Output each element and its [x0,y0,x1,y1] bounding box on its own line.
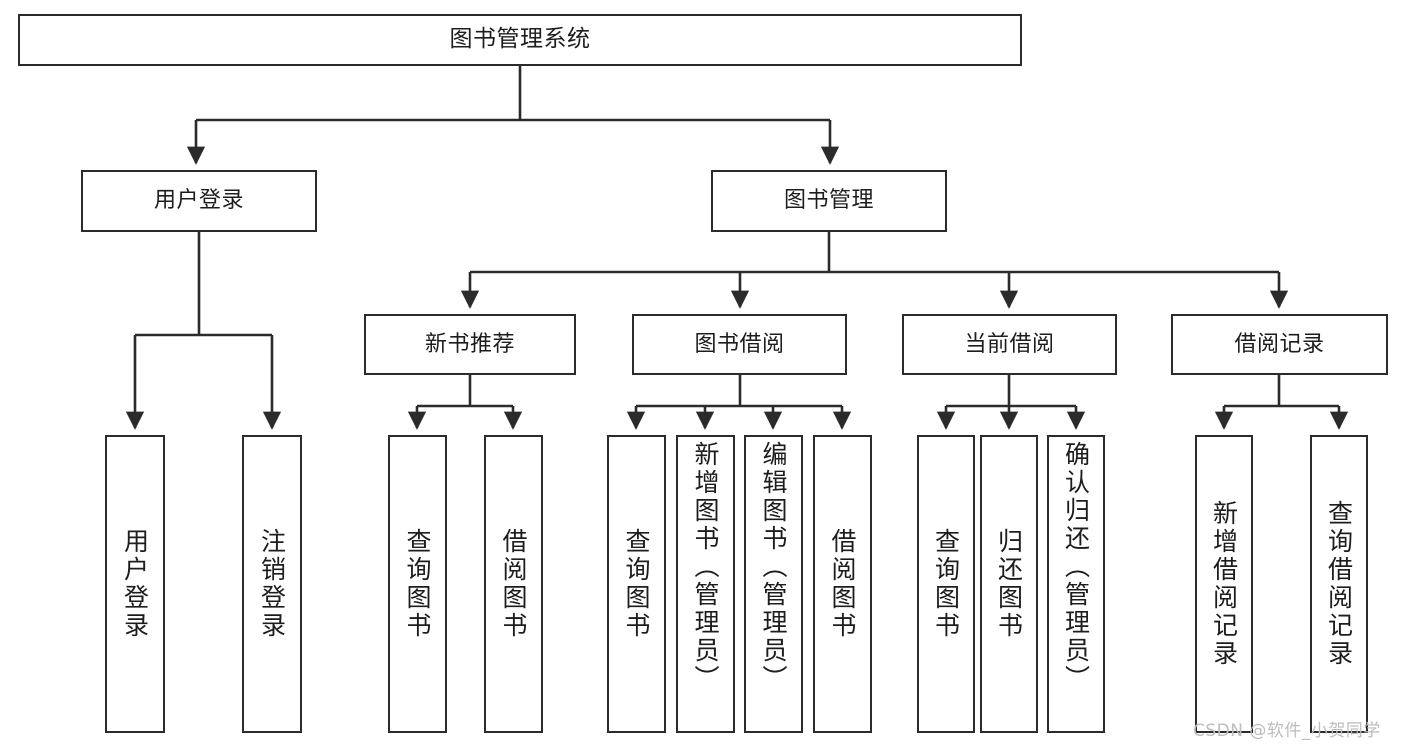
node-leaf-borrow-book-1-label: 借阅图书 [499,528,528,640]
node-leaf-logout[interactable]: 注销登录 [242,435,302,733]
node-leaf-query-book-3-label: 查询图书 [931,528,961,640]
node-borrow-record[interactable]: 借阅记录 [1171,314,1388,375]
node-leaf-query-book-1-label: 查询图书 [403,528,432,640]
node-leaf-query-book-2-label: 查询图书 [622,528,651,640]
node-leaf-query-book-1[interactable]: 查询图书 [388,435,447,733]
node-leaf-borrow-book-1[interactable]: 借阅图书 [484,435,543,733]
node-book-borrow[interactable]: 图书借阅 [632,314,847,375]
node-leaf-add-record[interactable]: 新增借阅记录 [1195,435,1253,733]
node-current-borrow-label: 当前借阅 [964,331,1055,357]
node-book-borrow-label: 图书借阅 [694,331,785,357]
node-new-book-rec[interactable]: 新书推荐 [364,314,576,375]
node-book-manage[interactable]: 图书管理 [711,170,947,232]
node-leaf-query-record-label: 查询借阅记录 [1324,500,1354,668]
node-leaf-confirm-return[interactable]: 确认归还（管理员） [1047,435,1105,733]
node-root[interactable]: 图书管理系统 [18,14,1022,66]
node-leaf-edit-book[interactable]: 编辑图书（管理员） [744,435,803,733]
node-leaf-query-record[interactable]: 查询借阅记录 [1310,435,1368,733]
node-leaf-query-book-3[interactable]: 查询图书 [917,435,975,733]
node-leaf-add-record-label: 新增借阅记录 [1209,500,1239,668]
node-leaf-borrow-book-2[interactable]: 借阅图书 [813,435,872,733]
node-leaf-logout-label: 注销登录 [257,528,287,640]
node-leaf-borrow-book-2-label: 借阅图书 [828,528,857,640]
node-new-book-rec-label: 新书推荐 [424,331,515,357]
node-leaf-add-book[interactable]: 新增图书（管理员） [676,435,735,733]
node-leaf-edit-book-label: 编辑图书（管理员） [759,441,788,693]
node-leaf-user-login[interactable]: 用户登录 [105,435,165,733]
node-current-borrow[interactable]: 当前借阅 [902,314,1117,375]
node-user-login[interactable]: 用户登录 [81,170,317,232]
node-leaf-add-book-label: 新增图书（管理员） [691,441,720,693]
node-leaf-return-book[interactable]: 归还图书 [980,435,1038,733]
node-book-manage-label: 图书管理 [783,188,874,214]
watermark: CSDN @软件_小贺同学 [1193,721,1381,741]
node-root-label: 图书管理系统 [449,26,591,53]
node-borrow-record-label: 借阅记录 [1234,331,1325,357]
node-leaf-query-book-2[interactable]: 查询图书 [607,435,666,733]
node-leaf-user-login-label: 用户登录 [120,528,150,640]
node-leaf-return-book-label: 归还图书 [994,528,1024,640]
node-user-login-label: 用户登录 [153,188,244,214]
node-leaf-confirm-return-label: 确认归还（管理员） [1061,441,1091,693]
